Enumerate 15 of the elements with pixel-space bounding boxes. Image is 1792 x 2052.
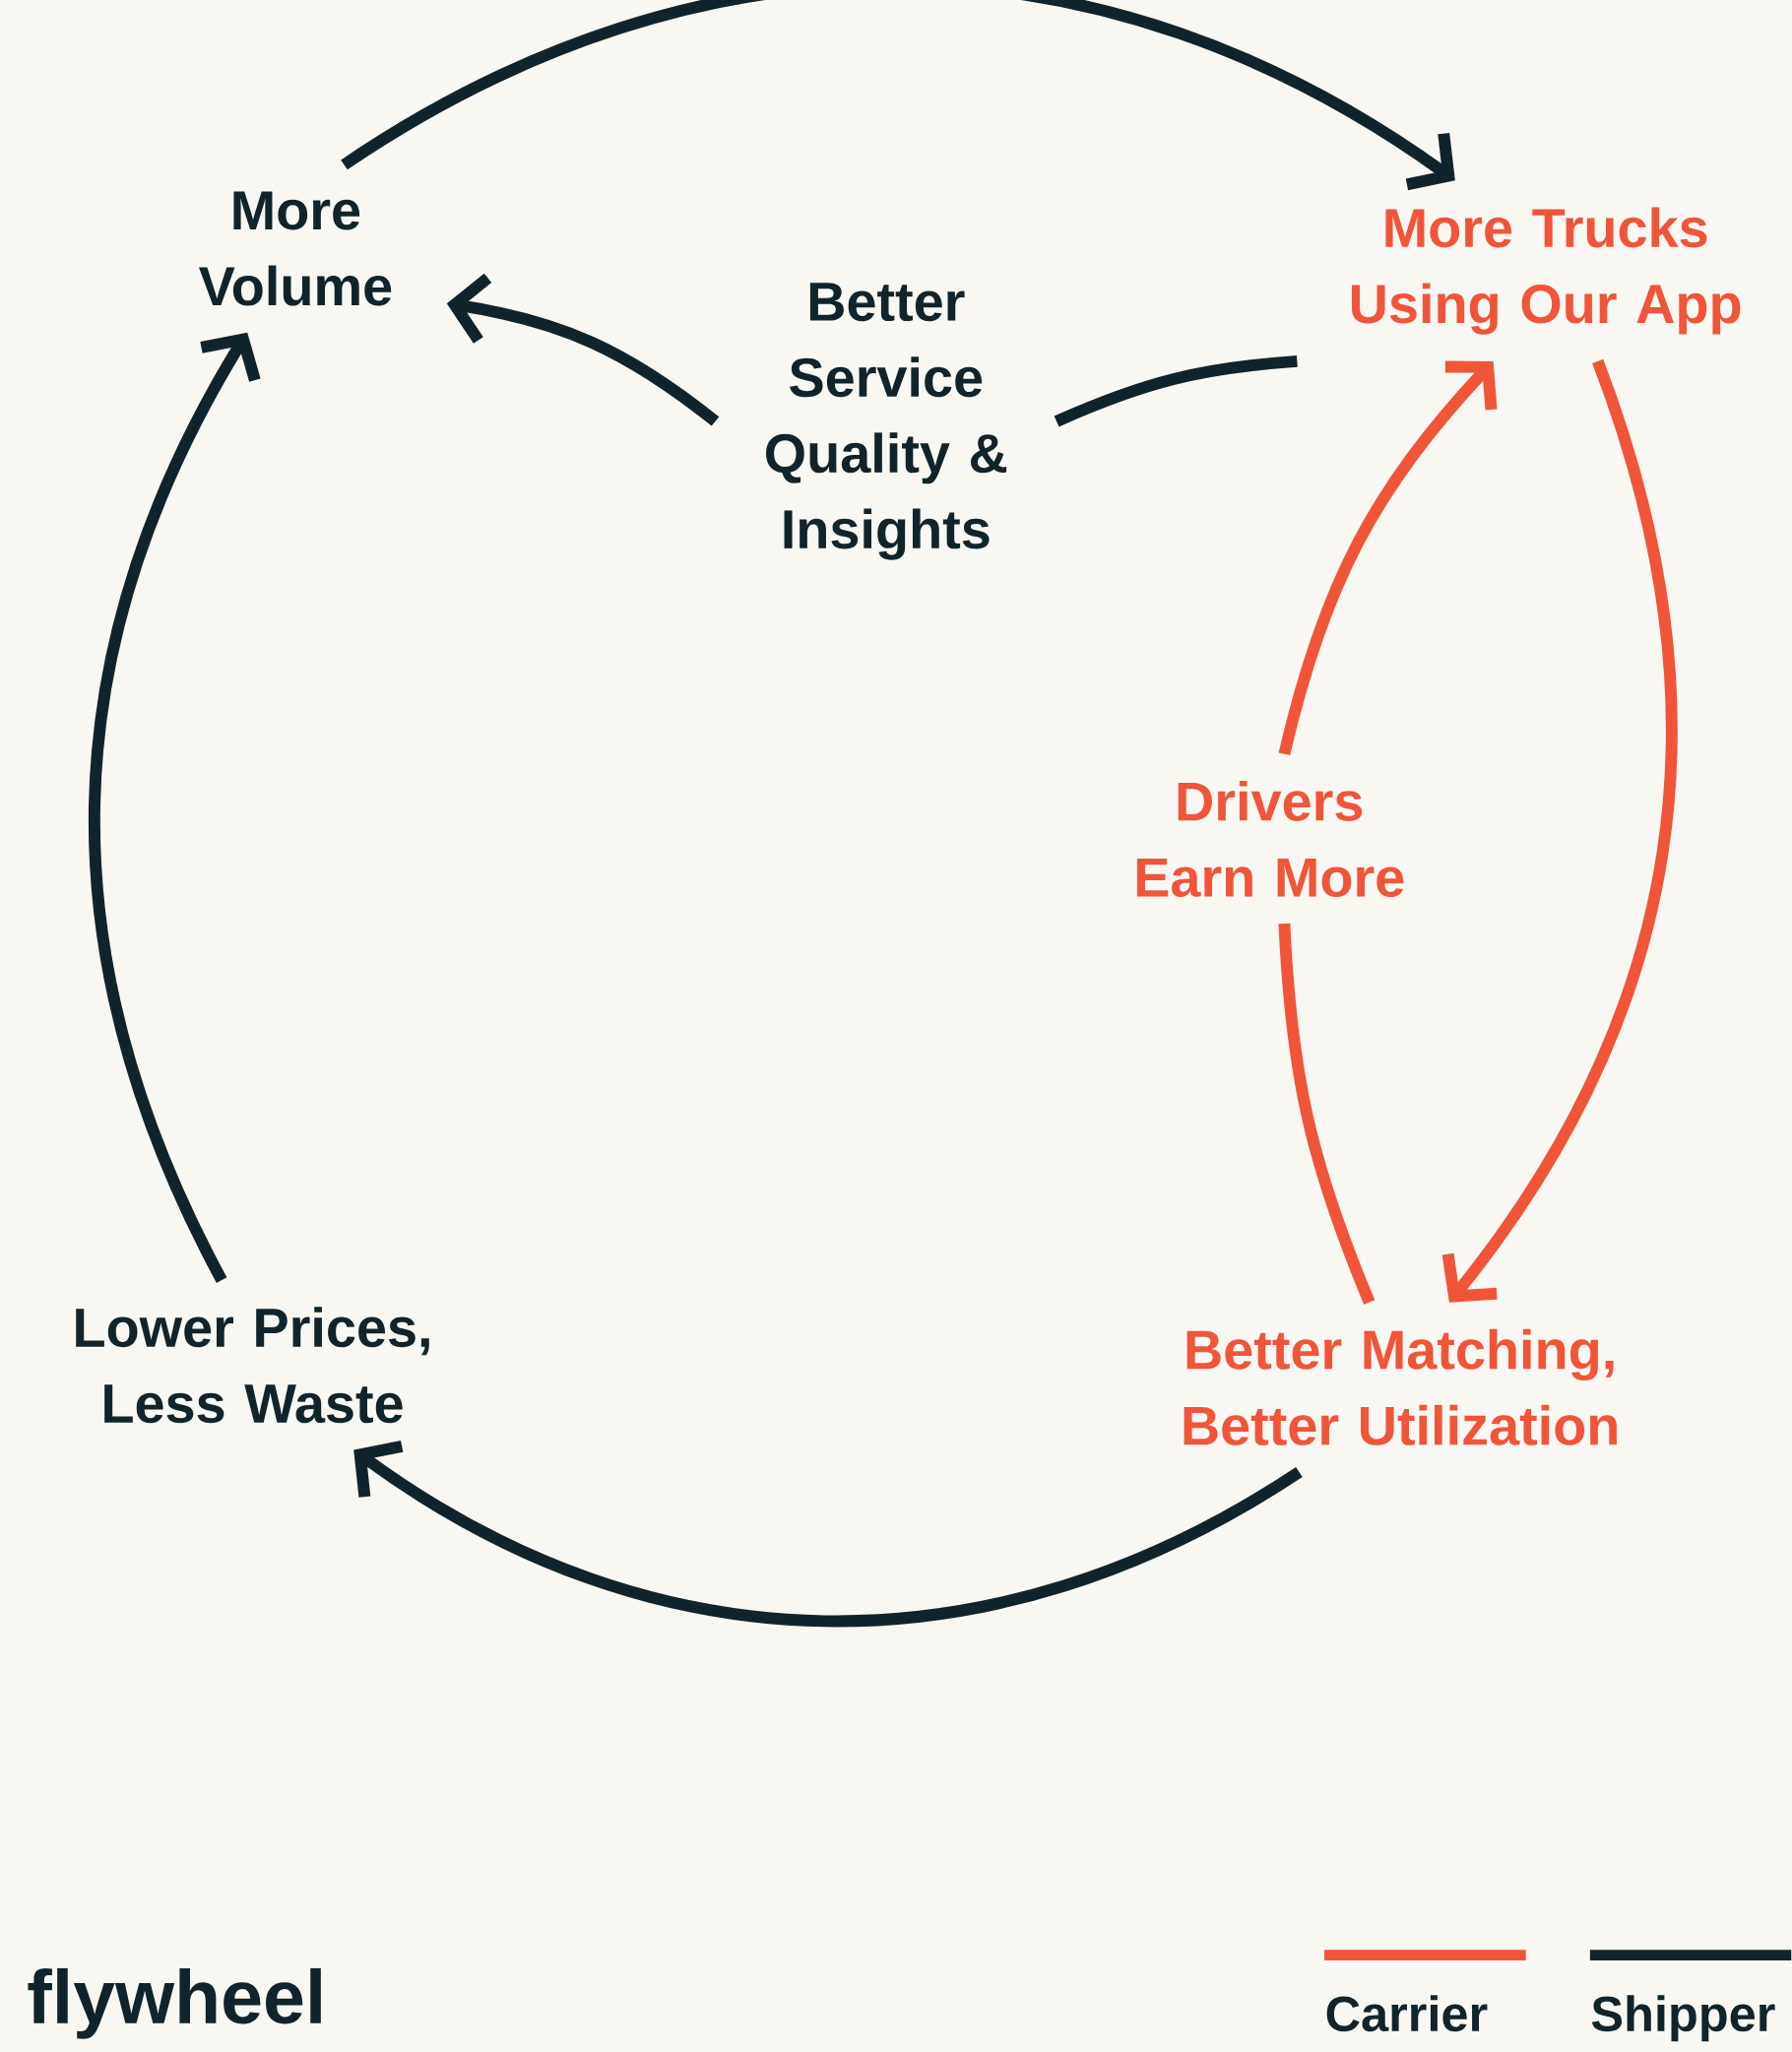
- arrow: [341, 0, 1456, 191]
- legend-label: Shipper: [1592, 1995, 1775, 2042]
- arrow: [447, 273, 720, 426]
- node-label: More Volume: [199, 191, 392, 306]
- arrow: [89, 332, 261, 1283]
- arrow: [1441, 358, 1678, 1303]
- arrow: [1278, 360, 1498, 756]
- node-label: Lower Prices, Less Waste: [76, 1307, 430, 1424]
- node-label: Drivers Earn More: [1137, 780, 1404, 897]
- title: flywheel: [28, 1967, 322, 2039]
- legend-label: Carrier: [1326, 1995, 1488, 2032]
- node-label: More Trucks Using Our App: [1352, 207, 1741, 335]
- node-label: Better Service Quality & Insights: [766, 283, 1007, 560]
- arrow: [353, 1440, 1303, 1628]
- node-label: Better Matching, Better Utilization: [1184, 1328, 1618, 1445]
